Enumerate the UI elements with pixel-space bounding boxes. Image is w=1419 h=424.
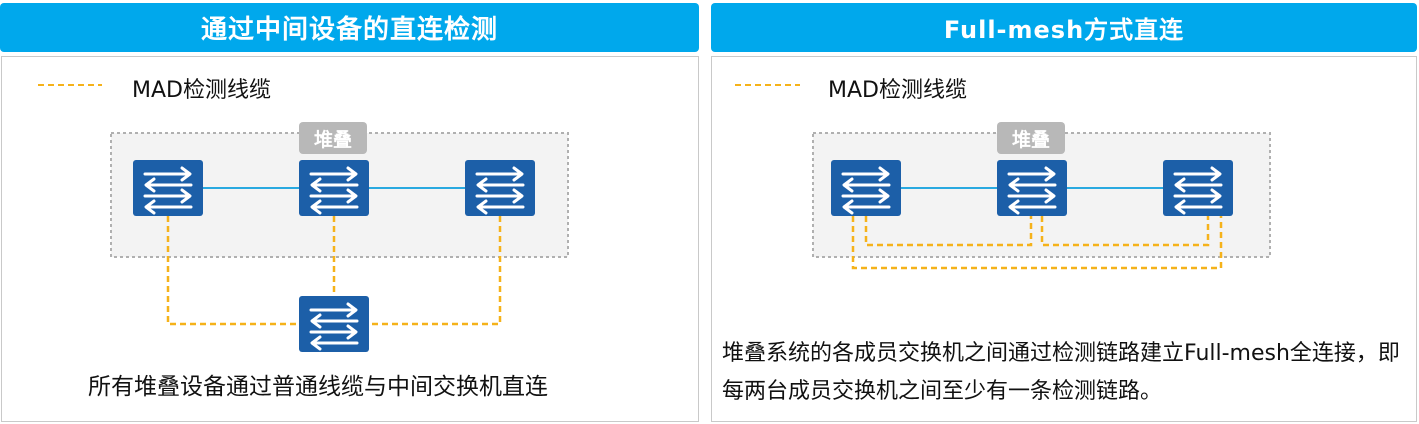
right-panel-title: Full-mesh方式直连 <box>711 3 1417 52</box>
right-stack-label: 堆叠 <box>997 122 1065 154</box>
switch-icon <box>1161 158 1235 218</box>
right-stack-label-text: 堆叠 <box>1011 128 1050 151</box>
left-stack-label-text: 堆叠 <box>313 128 352 151</box>
left-panel-title: 通过中间设备的直连检测 <box>0 3 699 52</box>
switch-icon <box>995 158 1069 218</box>
switch-icon <box>131 158 205 218</box>
right-legend-label: MAD检测线缆 <box>828 78 967 103</box>
left-stack-label: 堆叠 <box>299 122 367 154</box>
left-legend-label: MAD检测线缆 <box>132 78 271 103</box>
right-panel-title-text: Full-mesh方式直连 <box>943 16 1185 44</box>
switch-icon <box>829 158 903 218</box>
switch-icon <box>297 294 371 354</box>
switch-icon <box>297 158 371 218</box>
left-caption: 所有堆叠设备通过普通线缆与中间交换机直连 <box>88 374 548 400</box>
right-mad-cables <box>851 216 1223 270</box>
right-caption: 堆叠系统的各成员交换机之间通过检测链路建立Full-mesh全连接，即每两台成员… <box>722 341 1400 404</box>
left-mad-cables <box>166 216 502 326</box>
switch-icon <box>463 158 537 218</box>
left-panel-title-text: 通过中间设备的直连检测 <box>200 15 498 45</box>
